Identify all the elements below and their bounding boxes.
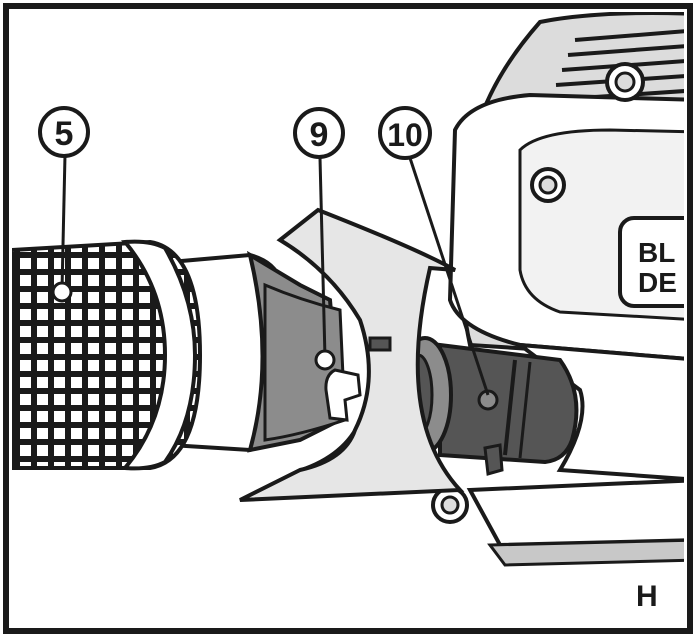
brand-plate bbox=[618, 216, 684, 308]
bayonet-slot bbox=[324, 368, 362, 422]
callout-5: 5 bbox=[38, 106, 90, 158]
panel-letter: H bbox=[636, 580, 658, 613]
leader-line-5 bbox=[60, 154, 67, 291]
callout-9: 9 bbox=[293, 107, 345, 159]
sander-body: BL DE bbox=[431, 12, 684, 567]
leader-dot-5 bbox=[51, 281, 73, 303]
callout-10: 10 bbox=[378, 106, 432, 160]
logo-text-line-1: BL bbox=[638, 237, 675, 268]
callout-5-label: 5 bbox=[55, 115, 74, 153]
sander-base bbox=[466, 478, 684, 548]
logo-text-line-2: DE bbox=[638, 267, 677, 298]
screw-mid bbox=[530, 167, 566, 203]
dust-adapter bbox=[239, 207, 465, 502]
screw-bottom bbox=[431, 486, 469, 524]
callout-9-label: 9 bbox=[310, 116, 329, 154]
vacuum-hose bbox=[12, 239, 203, 471]
leader-lines bbox=[60, 154, 490, 396]
leader-line-10 bbox=[408, 157, 490, 396]
leader-dot-9 bbox=[314, 349, 336, 371]
screw-top bbox=[605, 62, 645, 102]
callout-10-label: 10 bbox=[387, 117, 423, 153]
leader-line-9 bbox=[318, 157, 327, 359]
